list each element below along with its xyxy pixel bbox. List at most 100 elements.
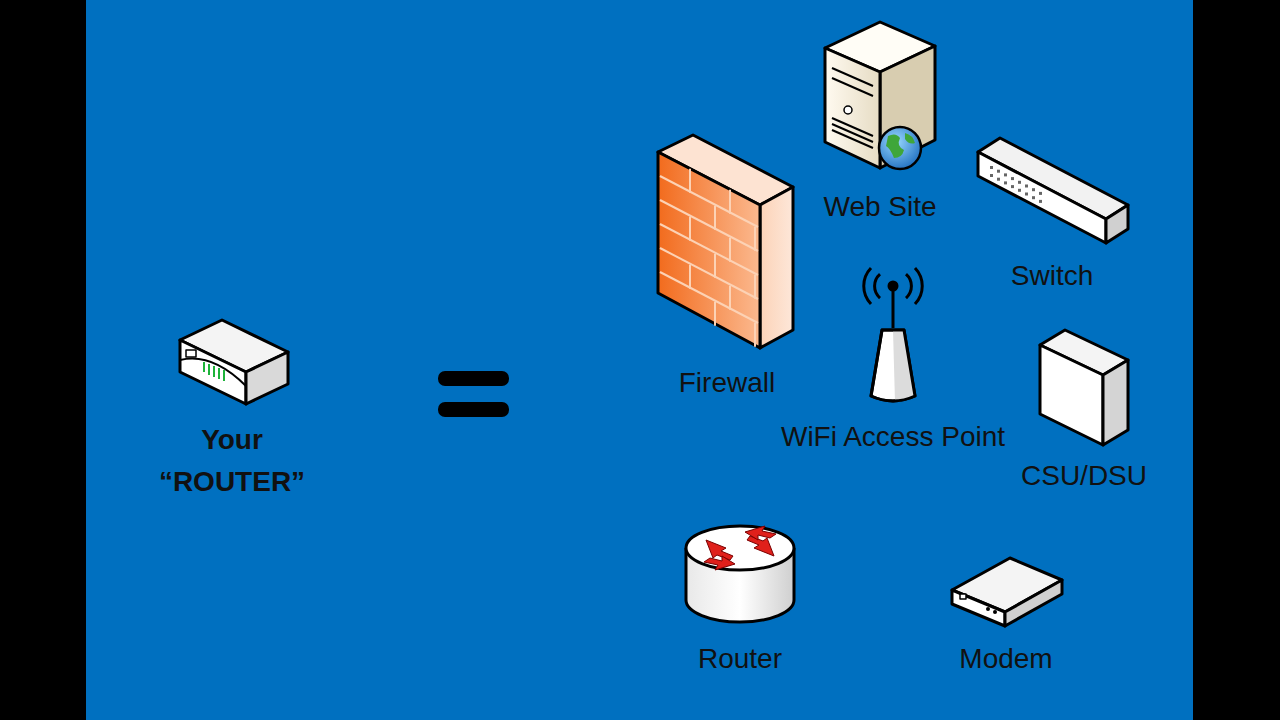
switch-icon <box>978 138 1128 243</box>
modem-icon <box>952 558 1062 626</box>
modem-icon-part <box>1005 580 1062 626</box>
device-label: WiFi Access Point <box>781 420 1005 454</box>
brick-line <box>714 302 716 326</box>
home-router-icon-part-part <box>218 368 220 379</box>
web-server-icon-part <box>880 46 935 168</box>
wifi-access-point-icon-part <box>871 330 915 401</box>
switch-port <box>1004 173 1007 176</box>
switch-icon-part <box>978 152 1106 243</box>
switch-port <box>1039 200 1042 203</box>
router-icon-part-part <box>706 540 733 560</box>
home-router-icon-part <box>180 358 246 386</box>
device-label: Switch <box>1011 259 1093 293</box>
brick-line <box>689 217 691 241</box>
web-server-icon-part-part <box>832 130 873 148</box>
home-router-icon <box>180 320 288 404</box>
home-router-icon-part-part <box>208 364 210 375</box>
firewall-icon-part <box>660 169 758 347</box>
web-server-icon-part <box>832 68 873 148</box>
brick-line <box>754 227 756 251</box>
equals-sign <box>438 371 509 417</box>
home-router-icon-part <box>180 340 246 404</box>
web-server-icon-part <box>886 133 915 158</box>
home-router-icon-part-part <box>223 370 225 381</box>
modem-icon-part <box>993 610 997 614</box>
equals-sign-part <box>438 371 509 386</box>
wifi-access-point-icon-part <box>871 330 915 401</box>
brick-line <box>689 265 691 289</box>
switch-port <box>1032 188 1035 191</box>
brick-line <box>660 200 758 251</box>
switch-port <box>1011 185 1014 188</box>
web-server-icon <box>825 22 935 169</box>
csu-dsu-icon-part <box>1103 360 1128 445</box>
modem-icon-part <box>986 607 990 611</box>
web-server-icon-part <box>844 106 852 114</box>
router-icon <box>686 526 794 622</box>
switch-port <box>1011 177 1014 180</box>
switch-port <box>990 174 993 177</box>
blue-background <box>86 0 1193 720</box>
home-router-icon-part-part <box>213 366 215 377</box>
brick-line <box>660 272 758 323</box>
brick-line <box>660 224 758 275</box>
modem-icon-part <box>952 590 1005 626</box>
firewall-icon-part <box>760 187 793 348</box>
switch-port <box>1025 185 1028 188</box>
switch-port <box>1018 189 1021 192</box>
switch-port <box>1039 192 1042 195</box>
device-label: Router <box>698 642 782 676</box>
web-server-icon-part-part <box>832 68 873 86</box>
brick-line <box>754 323 756 347</box>
switch-port <box>1025 193 1028 196</box>
web-server-icon-part <box>879 127 921 169</box>
home-router-icon-part-part <box>203 362 205 372</box>
brick-line <box>714 254 716 278</box>
home-router-icon-part <box>186 350 196 357</box>
switch-icon-part <box>990 166 1042 203</box>
router-icon-part-part <box>747 536 774 556</box>
device-label: Firewall <box>679 366 775 400</box>
brick-line <box>729 286 731 310</box>
web-server-icon-part-part <box>832 78 873 96</box>
switch-port <box>997 170 1000 173</box>
router-icon-part-part <box>745 526 776 540</box>
router-icon-part <box>704 526 776 570</box>
brick-line <box>729 190 731 214</box>
router-icon-part <box>686 526 794 570</box>
home-router-icon-part <box>204 362 224 381</box>
device-label: CSU/DSU <box>1021 459 1147 493</box>
device-label: Web Site <box>823 190 936 224</box>
switch-port <box>990 166 993 169</box>
firewall-icon-part <box>658 152 760 348</box>
router-caption: Your “ROUTER” <box>147 419 317 503</box>
brick-line <box>729 238 731 262</box>
switch-icon-part <box>1106 205 1128 243</box>
wifi-access-point-icon-part <box>889 282 897 290</box>
home-router-icon-part <box>246 352 288 404</box>
brick-line <box>714 206 716 230</box>
switch-port <box>997 178 1000 181</box>
router-icon-part-part <box>704 556 735 570</box>
csu-dsu-icon-part <box>1040 345 1103 445</box>
firewall-icon <box>658 135 793 348</box>
brick-line <box>660 176 758 227</box>
equals-sign-part <box>438 402 509 417</box>
modem-icon-part <box>960 594 966 599</box>
switch-port <box>1032 196 1035 199</box>
csu-dsu-icon <box>1040 330 1128 445</box>
wifi-access-point-icon-part <box>892 290 895 328</box>
brick-line <box>660 248 758 299</box>
switch-port <box>1018 181 1021 184</box>
brick-line <box>754 275 756 299</box>
wifi-access-point-icon <box>864 268 922 402</box>
switch-port <box>1004 181 1007 184</box>
device-label: Modem <box>959 642 1052 676</box>
brick-line <box>689 169 691 193</box>
web-server-icon-part <box>825 48 880 168</box>
wifi-access-point-icon-part <box>893 330 915 402</box>
